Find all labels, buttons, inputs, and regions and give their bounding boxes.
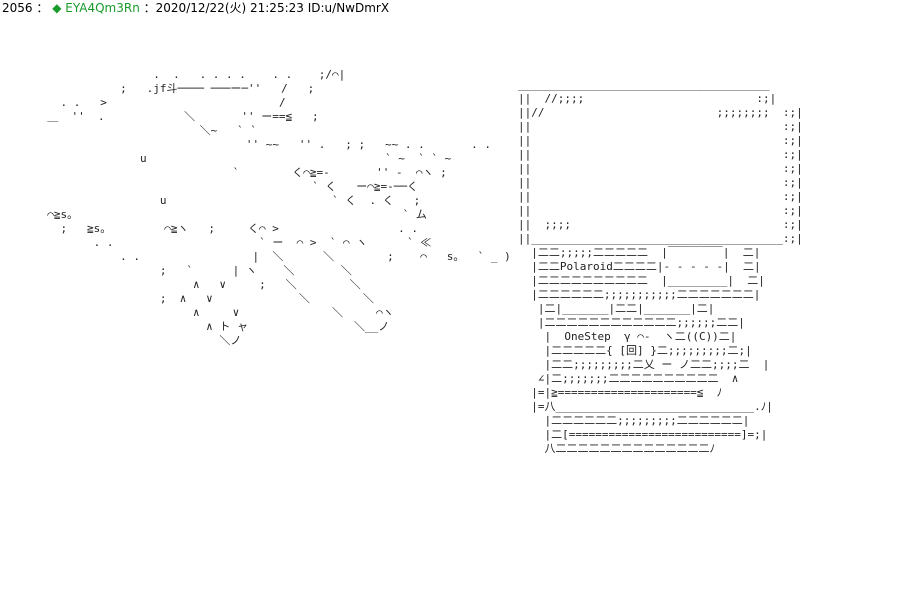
poster-id[interactable]: ID:u/NwDmrX	[307, 1, 390, 15]
post-number[interactable]: 2056	[2, 1, 33, 15]
post-datetime: ：2020/12/22(火) 21:25:23	[143, 1, 304, 15]
trip-diamond-icon: ◆	[52, 1, 62, 15]
hand-ascii-art: . . . . . . . . ;/⌒| ; .jf斗──── ───ー─'' …	[47, 68, 511, 347]
poster-trip: EYA4Qm3Rn	[65, 1, 140, 15]
polaroid-camera-ascii-art: ______________________________________ |…	[518, 78, 803, 455]
post-separator: ：	[36, 1, 49, 15]
post-header: 2056 ： ◆ EYA4Qm3Rn ：2020/12/22(火) 21:25:…	[2, 0, 389, 16]
